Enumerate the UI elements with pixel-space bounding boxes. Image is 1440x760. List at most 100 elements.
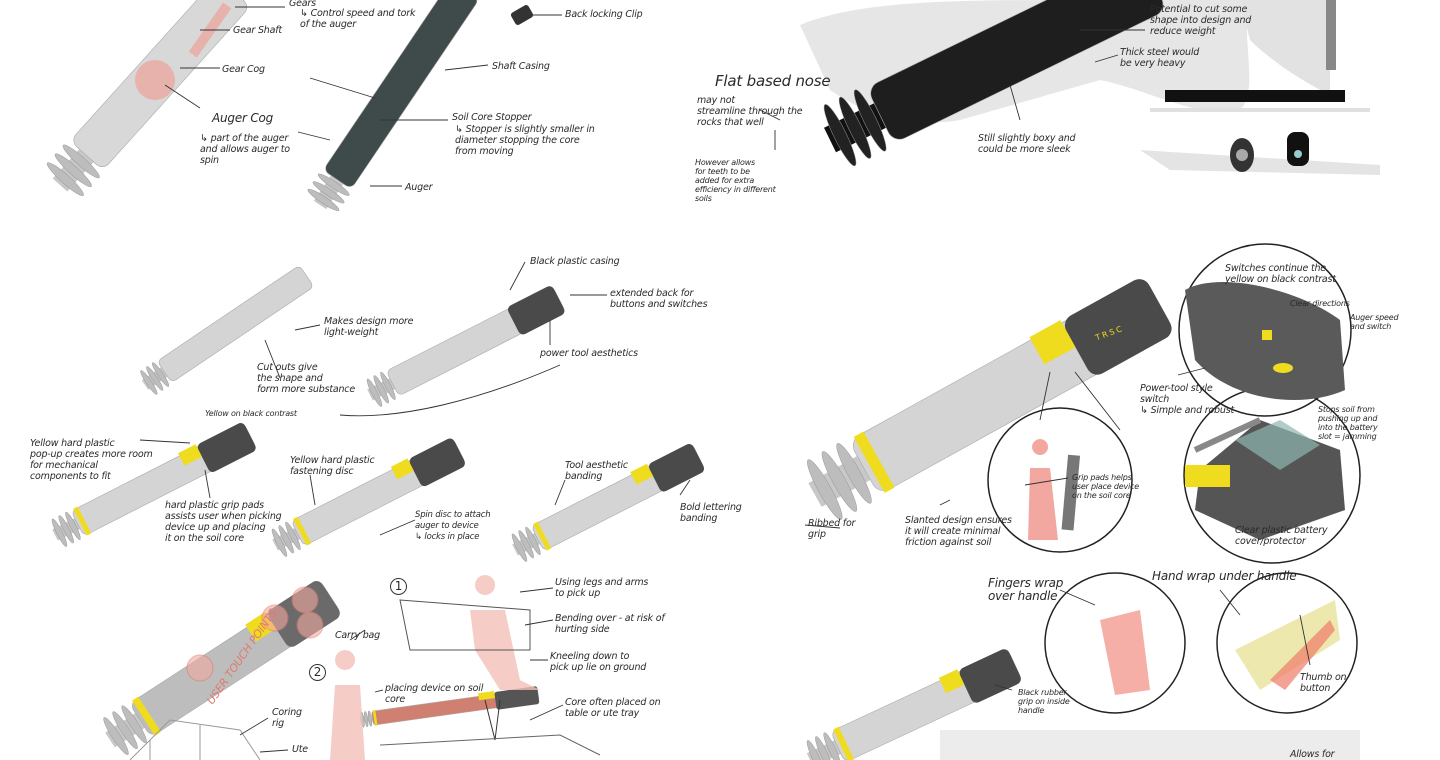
core-tray-sketch [379, 734, 601, 756]
label-gears-note: ↳ Control speed and tork of the auger [300, 8, 416, 30]
side-view-steel-tool [1165, 90, 1345, 102]
auger-flight [525, 526, 541, 555]
yellow-popup-button [390, 458, 414, 480]
detail-circle-fingers [1044, 572, 1186, 714]
label-hand-wrap: Hand wrap under handle [1152, 569, 1297, 583]
detail-circle-switches [1178, 243, 1352, 417]
label-fastening-disc: Yellow hard plastic fastening disc [290, 455, 375, 477]
device-body [325, 0, 478, 187]
auger-flight [366, 378, 383, 407]
label-auger-cog-note: ↳ part of the auger and allows auger to … [200, 133, 290, 166]
label-thick-steel: Thick steel would be very heavy [1120, 47, 1200, 69]
leader-line [994, 589, 1311, 691]
yellow-popup-button [630, 463, 654, 485]
steel-auger-render [823, 0, 1164, 167]
placing-arrow [484, 699, 501, 741]
auger-flight [151, 362, 170, 387]
label-still-boxy: Still slightly boxy and could be more sl… [978, 133, 1076, 155]
auger-flight [853, 89, 887, 152]
leader-line [239, 587, 564, 753]
auger-flight [58, 515, 74, 544]
label-bold-lettering: Bold lettering banding [680, 502, 742, 524]
carry-bag [399, 599, 531, 651]
direction-arrow [1193, 417, 1262, 453]
leader-line [164, 6, 562, 187]
person-placing [330, 650, 365, 760]
label-clear-directions: Clear directions [1290, 299, 1350, 308]
yellow-fastening-band [132, 696, 162, 736]
shaft-casing-render [307, 0, 478, 212]
touch-point-marker [291, 586, 319, 614]
auger-speed-switch [1273, 363, 1293, 373]
auger-flight [823, 104, 857, 167]
device-body [870, 0, 1164, 140]
auger-flight [112, 711, 138, 750]
label-cut-shape: Potential to cut some shape into design … [1150, 4, 1252, 37]
end-view-square-hub [1294, 150, 1302, 158]
label-auger: Auger [405, 182, 433, 193]
auger-flight [806, 740, 825, 760]
yellow-fastening-band [293, 516, 312, 546]
concept-fastening-disc [271, 438, 465, 557]
yellow-popup-button [478, 691, 496, 701]
black-battery-casing [508, 286, 565, 335]
detail-circle-grip-use [987, 407, 1133, 553]
label-soil-core-stopper: Soil Core Stopper [452, 112, 532, 123]
label-power-tool: power tool aesthetics [540, 348, 638, 359]
grip-device-render [806, 649, 1021, 760]
label-stopper-note: ↳ Stopper is slightly smaller in diamete… [455, 124, 595, 157]
auger-flight [823, 732, 841, 760]
label-power-tool-switch: Power-tool style switch ↳ Simple and rob… [1140, 383, 1234, 416]
label-black-casing: Black plastic casing [530, 256, 620, 267]
switch-closeup [1185, 281, 1345, 400]
label-bending: Bending over - at risk of hurting side [555, 613, 665, 635]
auger-flight [838, 96, 872, 159]
auger-flight [146, 366, 164, 391]
final-device-render [807, 279, 1172, 520]
label-yellow-black-contrast: Yellow on black contrast [205, 409, 297, 418]
label-back-locking-clip: Back locking Clip [565, 9, 643, 20]
label-fingers-wrap: Fingers wrap over handle [988, 576, 1064, 603]
end-view-shadow [1140, 150, 1380, 175]
label-switches: Switches continue the yellow on black co… [1225, 263, 1336, 285]
auger-flight [836, 443, 872, 504]
leader-line [804, 367, 1206, 529]
black-battery-casing [959, 649, 1021, 703]
label-flat-nose: Flat based nose [715, 72, 831, 90]
step-1-badge: 1 [390, 578, 407, 595]
auger-flight [380, 371, 396, 400]
step-2-badge: 2 [309, 664, 326, 681]
auger-flight [815, 736, 833, 760]
thumb [1270, 620, 1335, 690]
label-thumb-button: Thumb on button [1300, 672, 1347, 694]
label-auger-speed: Auger speed and switch [1350, 313, 1399, 331]
label-carry-bag: Carry bag [335, 630, 380, 641]
auger-flight [278, 525, 294, 554]
person-figure [1028, 439, 1058, 540]
auger-flight [46, 162, 84, 196]
auger-flight [317, 173, 350, 196]
black-battery-casing [1064, 279, 1172, 375]
concept-yellow-popup [51, 423, 256, 547]
hand-wrap-over [1100, 610, 1150, 695]
label-spin-disc: Spin disc to attach auger to device ↳ lo… [415, 510, 491, 542]
label-grip-pads-help: Grip pads helps user place device on the… [1072, 473, 1139, 500]
yellow-popup-button [178, 444, 202, 466]
label-legs-arms: Using legs and arms to pick up [555, 577, 649, 599]
auger-flight [103, 717, 129, 755]
shadow-blob [1240, 0, 1330, 95]
vertical-auger-view [1326, 0, 1336, 70]
sketch-panel [940, 730, 1360, 760]
black-battery-casing [197, 423, 256, 472]
auger-flight [364, 711, 369, 728]
battery-cover [1235, 420, 1320, 470]
back-locking-clip [510, 5, 534, 25]
label-cut-outs: Cut outs give the shape and form more su… [257, 362, 355, 395]
label-tool-banding: Tool aesthetic banding [565, 460, 628, 482]
label-allows-for: Allows for [1290, 749, 1335, 760]
auger-flight [62, 144, 100, 179]
concept-bold-lettering [511, 443, 705, 562]
black-battery-casing [409, 438, 465, 487]
label-shaft-casing: Shaft Casing [492, 61, 550, 72]
